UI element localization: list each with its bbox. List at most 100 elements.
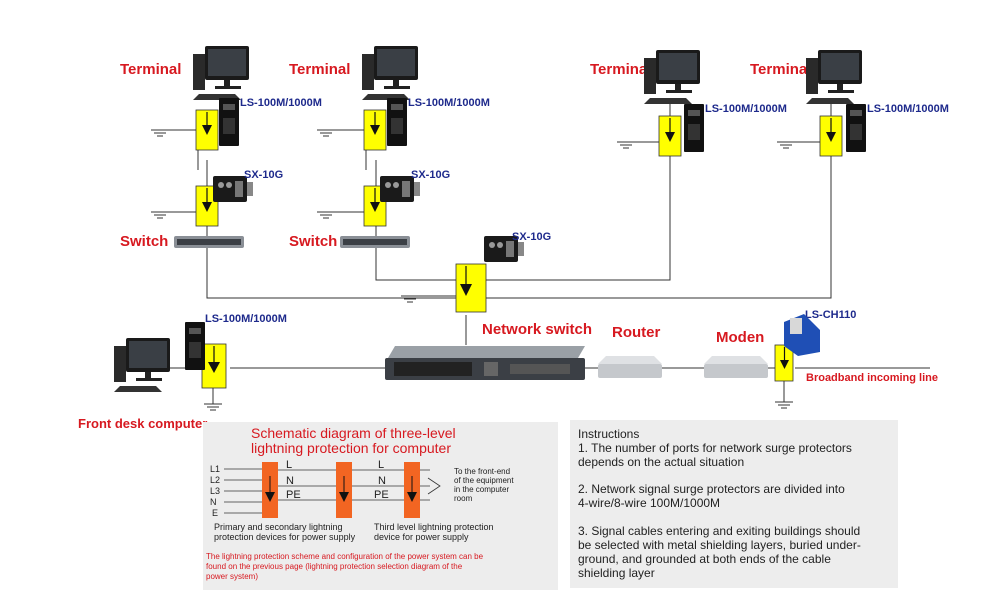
router-label: Router	[612, 324, 660, 341]
instruction-item: 4-wire/8-wire 100M/1000M	[578, 496, 720, 510]
line-label: N	[210, 497, 217, 507]
primary-caption: Primary and secondary lightning	[214, 522, 343, 532]
line-label: L2	[210, 475, 220, 485]
panel-background	[570, 420, 898, 588]
instructions-panel: Instructions 1. The number of ports for …	[570, 420, 898, 588]
conductor-label: N	[378, 475, 386, 487]
model-label: LS-100M/1000M	[867, 103, 949, 115]
ls100-device-icon	[684, 104, 704, 152]
arrow-down-icon	[780, 360, 789, 369]
computer-icon	[806, 50, 862, 104]
model-label: LS-100M/1000M	[408, 97, 490, 109]
router: Router	[598, 324, 662, 378]
ground-icon	[203, 403, 223, 411]
schematic-title-1: Schematic diagram of three-level	[251, 425, 456, 441]
ground-icon	[316, 211, 336, 219]
broadband-label: Broadband incoming line	[806, 372, 938, 384]
arrow-down-icon	[665, 132, 675, 142]
third-caption: Third level lightning protection	[374, 522, 494, 532]
instruction-item: 1. The number of ports for network surge…	[578, 441, 852, 455]
surge-protector	[455, 263, 487, 313]
terminal-label: Terminal	[750, 61, 811, 78]
arrow-down-icon	[826, 132, 836, 142]
arrow-down-icon	[370, 125, 380, 135]
front-end-text: To the front-end	[454, 467, 510, 476]
model-label: SX-10G	[512, 231, 551, 243]
arrow-down-icon	[208, 362, 220, 373]
line-label: E	[212, 508, 218, 518]
ls100-device-icon	[846, 104, 866, 152]
arrow-down-icon	[202, 202, 212, 212]
modem: Moden	[704, 329, 768, 378]
front-end-text: in the computer	[454, 485, 509, 494]
switch-icon	[340, 236, 410, 248]
terminal-2: Terminal LS-100M/1000M SX-10G Switch	[289, 46, 490, 250]
front-end-text: room	[454, 494, 473, 503]
model-label: LS-100M/1000M	[240, 97, 322, 109]
conductor-label: N	[286, 475, 294, 487]
wire-seg	[375, 248, 466, 281]
terminal-1: Terminal LS-100M/1000M SX-10G Switch	[120, 46, 322, 250]
terminal-4: Terminal LS-100M/1000M	[750, 50, 949, 157]
ground-icon	[316, 129, 336, 137]
surge-modules	[262, 462, 420, 518]
modem-label: Moden	[716, 329, 764, 346]
instruction-item: ground, and grounded at both ends of the…	[578, 552, 831, 566]
terminal-label: Terminal	[120, 61, 181, 78]
model-label: LS-CH110	[805, 309, 856, 321]
broadband-protector: LS-CH110 Broadband incoming line	[774, 309, 938, 384]
line-label: L1	[210, 464, 220, 474]
network-switch: Network switch	[385, 321, 592, 380]
instruction-item: 2. Network signal surge protectors are d…	[578, 482, 845, 496]
note-text: The lightning protection scheme and conf…	[206, 552, 484, 561]
network-switch-label: Network switch	[482, 321, 592, 338]
instruction-item: be selected with metal shielding layers,…	[578, 538, 861, 552]
instructions-title: Instructions	[578, 427, 639, 441]
switch-label: Switch	[120, 233, 168, 250]
model-label: LS-100M/1000M	[205, 313, 287, 325]
terminal-3: Terminal LS-100M/1000M	[590, 50, 787, 157]
conductor-label: PE	[286, 489, 301, 501]
model-label: LS-100M/1000M	[705, 103, 787, 115]
instruction-item: depends on the actual situation	[578, 455, 744, 469]
model-label: SX-10G	[411, 169, 450, 181]
conductor-label: L	[286, 459, 292, 471]
arrow-right-icon	[427, 477, 441, 495]
note-text: found on the previous page (lightning pr…	[206, 562, 463, 571]
computer-icon	[114, 338, 170, 392]
ground-icon	[776, 141, 796, 149]
ground-icon	[150, 211, 170, 219]
terminal-label: Terminal	[289, 61, 350, 78]
front-desk-label: Front desk computer	[78, 416, 207, 431]
network-switch-icon	[388, 346, 585, 358]
ls100-device-icon	[185, 322, 205, 370]
model-label: SX-10G	[244, 169, 283, 181]
front-end-note: To the front-end of the equipment in the…	[454, 467, 514, 503]
schematic-title-2: lightning protection for computer	[251, 440, 451, 456]
switch-label: Switch	[289, 233, 337, 250]
schematic-panel: Schematic diagram of three-level lightni…	[203, 422, 558, 590]
ground-icon	[400, 295, 420, 303]
primary-caption: protection devices for power supply	[214, 532, 356, 542]
arrow-down-icon	[460, 284, 472, 296]
conductor-label: L	[378, 459, 384, 471]
wire-seg	[206, 248, 466, 299]
wire-seg	[480, 100, 832, 299]
computer-icon	[193, 46, 249, 100]
router-icon	[598, 356, 662, 364]
computer-icon	[644, 50, 700, 104]
modem-icon	[704, 356, 768, 364]
line-label: L3	[210, 486, 220, 496]
arrow-down-icon	[202, 125, 212, 135]
instruction-item: shielding layer	[578, 566, 655, 580]
front-end-text: of the equipment	[454, 476, 514, 485]
ground-icon	[150, 129, 170, 137]
terminal-label: Terminal	[590, 61, 651, 78]
computer-icon	[362, 46, 418, 100]
ground-icon	[616, 141, 636, 149]
ls100-device-icon	[387, 98, 407, 146]
ground-icon	[774, 401, 794, 409]
note-text: power system)	[206, 572, 258, 581]
switch-icon	[174, 236, 244, 248]
conductor-label: PE	[374, 489, 389, 501]
